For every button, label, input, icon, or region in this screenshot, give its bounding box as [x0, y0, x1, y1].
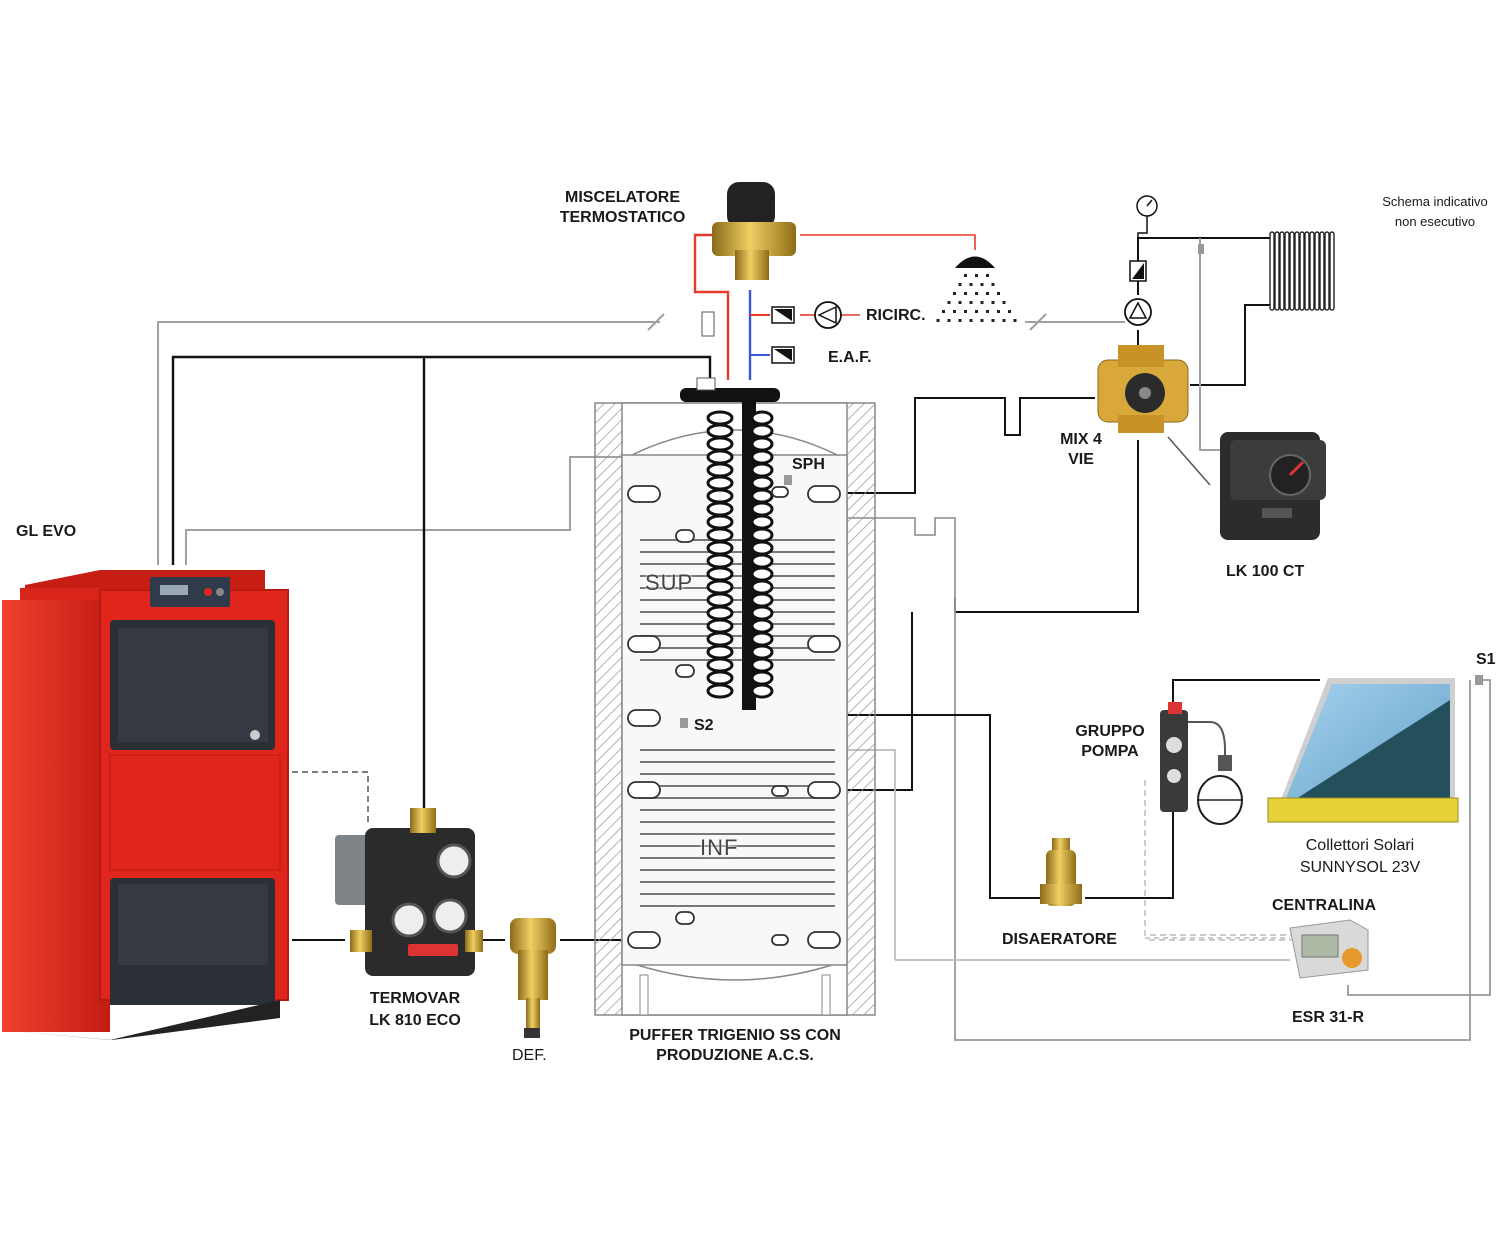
centralina-controller	[1289, 919, 1369, 979]
check-valve-icon	[771, 306, 795, 364]
tank-ports	[627, 485, 841, 949]
boiler-gl-evo	[2, 570, 289, 1040]
s2-sensor	[680, 718, 688, 728]
label-eaf: E.A.F.	[828, 349, 872, 366]
label-puffer: PUFFER TRIGENIO SS CON PRODUZIONE A.C.S.	[629, 1027, 841, 1064]
shower-icon	[936, 256, 1017, 322]
label-inf: INF	[700, 835, 739, 860]
inf-coil	[640, 749, 835, 907]
label-centralina: CENTRALINA	[1272, 897, 1376, 914]
def-filter	[510, 918, 556, 1038]
label-s1: S1	[1476, 651, 1496, 668]
sup-coil	[640, 539, 835, 661]
lk100-actuator	[1167, 432, 1326, 540]
acs-coil	[706, 400, 774, 710]
disaeratore	[1040, 838, 1082, 906]
s1-sensor	[1475, 675, 1483, 685]
radiator-sensor	[1198, 244, 1204, 254]
label-schema: Schema indicativo non esecutivo	[1382, 194, 1488, 229]
safety-valve-icon	[701, 311, 715, 337]
mix4-valve	[1097, 345, 1189, 433]
label-ricirc: RICIRC.	[866, 307, 926, 324]
label-sup: SUP	[645, 570, 694, 595]
label-s2: S2	[694, 717, 714, 734]
pipe-network	[157, 233, 1491, 1041]
label-miscelatore: MISCELATORE TERMOSTATICO	[559, 189, 686, 226]
label-def: DEF.	[512, 1047, 547, 1064]
sph-sensor	[784, 475, 792, 485]
label-lk100: LK 100 CT	[1226, 563, 1305, 580]
radiator-icon	[1269, 231, 1335, 311]
heating-check-valve-icon	[1129, 260, 1147, 282]
expansion-vessel-icon	[1197, 775, 1243, 825]
label-gl-evo: GL EVO	[16, 523, 77, 540]
solar-collector	[1267, 675, 1483, 823]
label-gruppo-pompa: GRUPPO POMPA	[1075, 723, 1145, 760]
pump-group	[1160, 702, 1232, 812]
pump-icon	[814, 301, 842, 329]
thermostatic-mixer	[696, 182, 796, 391]
termovar-lk810	[335, 808, 483, 976]
puffer-tank	[594, 388, 876, 1016]
label-disaeratore: DISAERATORE	[1002, 931, 1117, 948]
label-sph: SPH	[792, 456, 825, 473]
label-termovar: TERMOVAR LK 810 ECO	[369, 990, 461, 1029]
label-collettori: Collettori Solari SUNNYSOL 23V	[1299, 837, 1421, 876]
thermometer-icon	[1136, 195, 1158, 238]
label-mix4: MIX 4 VIE	[1060, 431, 1102, 468]
label-esr: ESR 31-R	[1292, 1009, 1365, 1026]
heating-pump-icon	[1124, 298, 1152, 326]
